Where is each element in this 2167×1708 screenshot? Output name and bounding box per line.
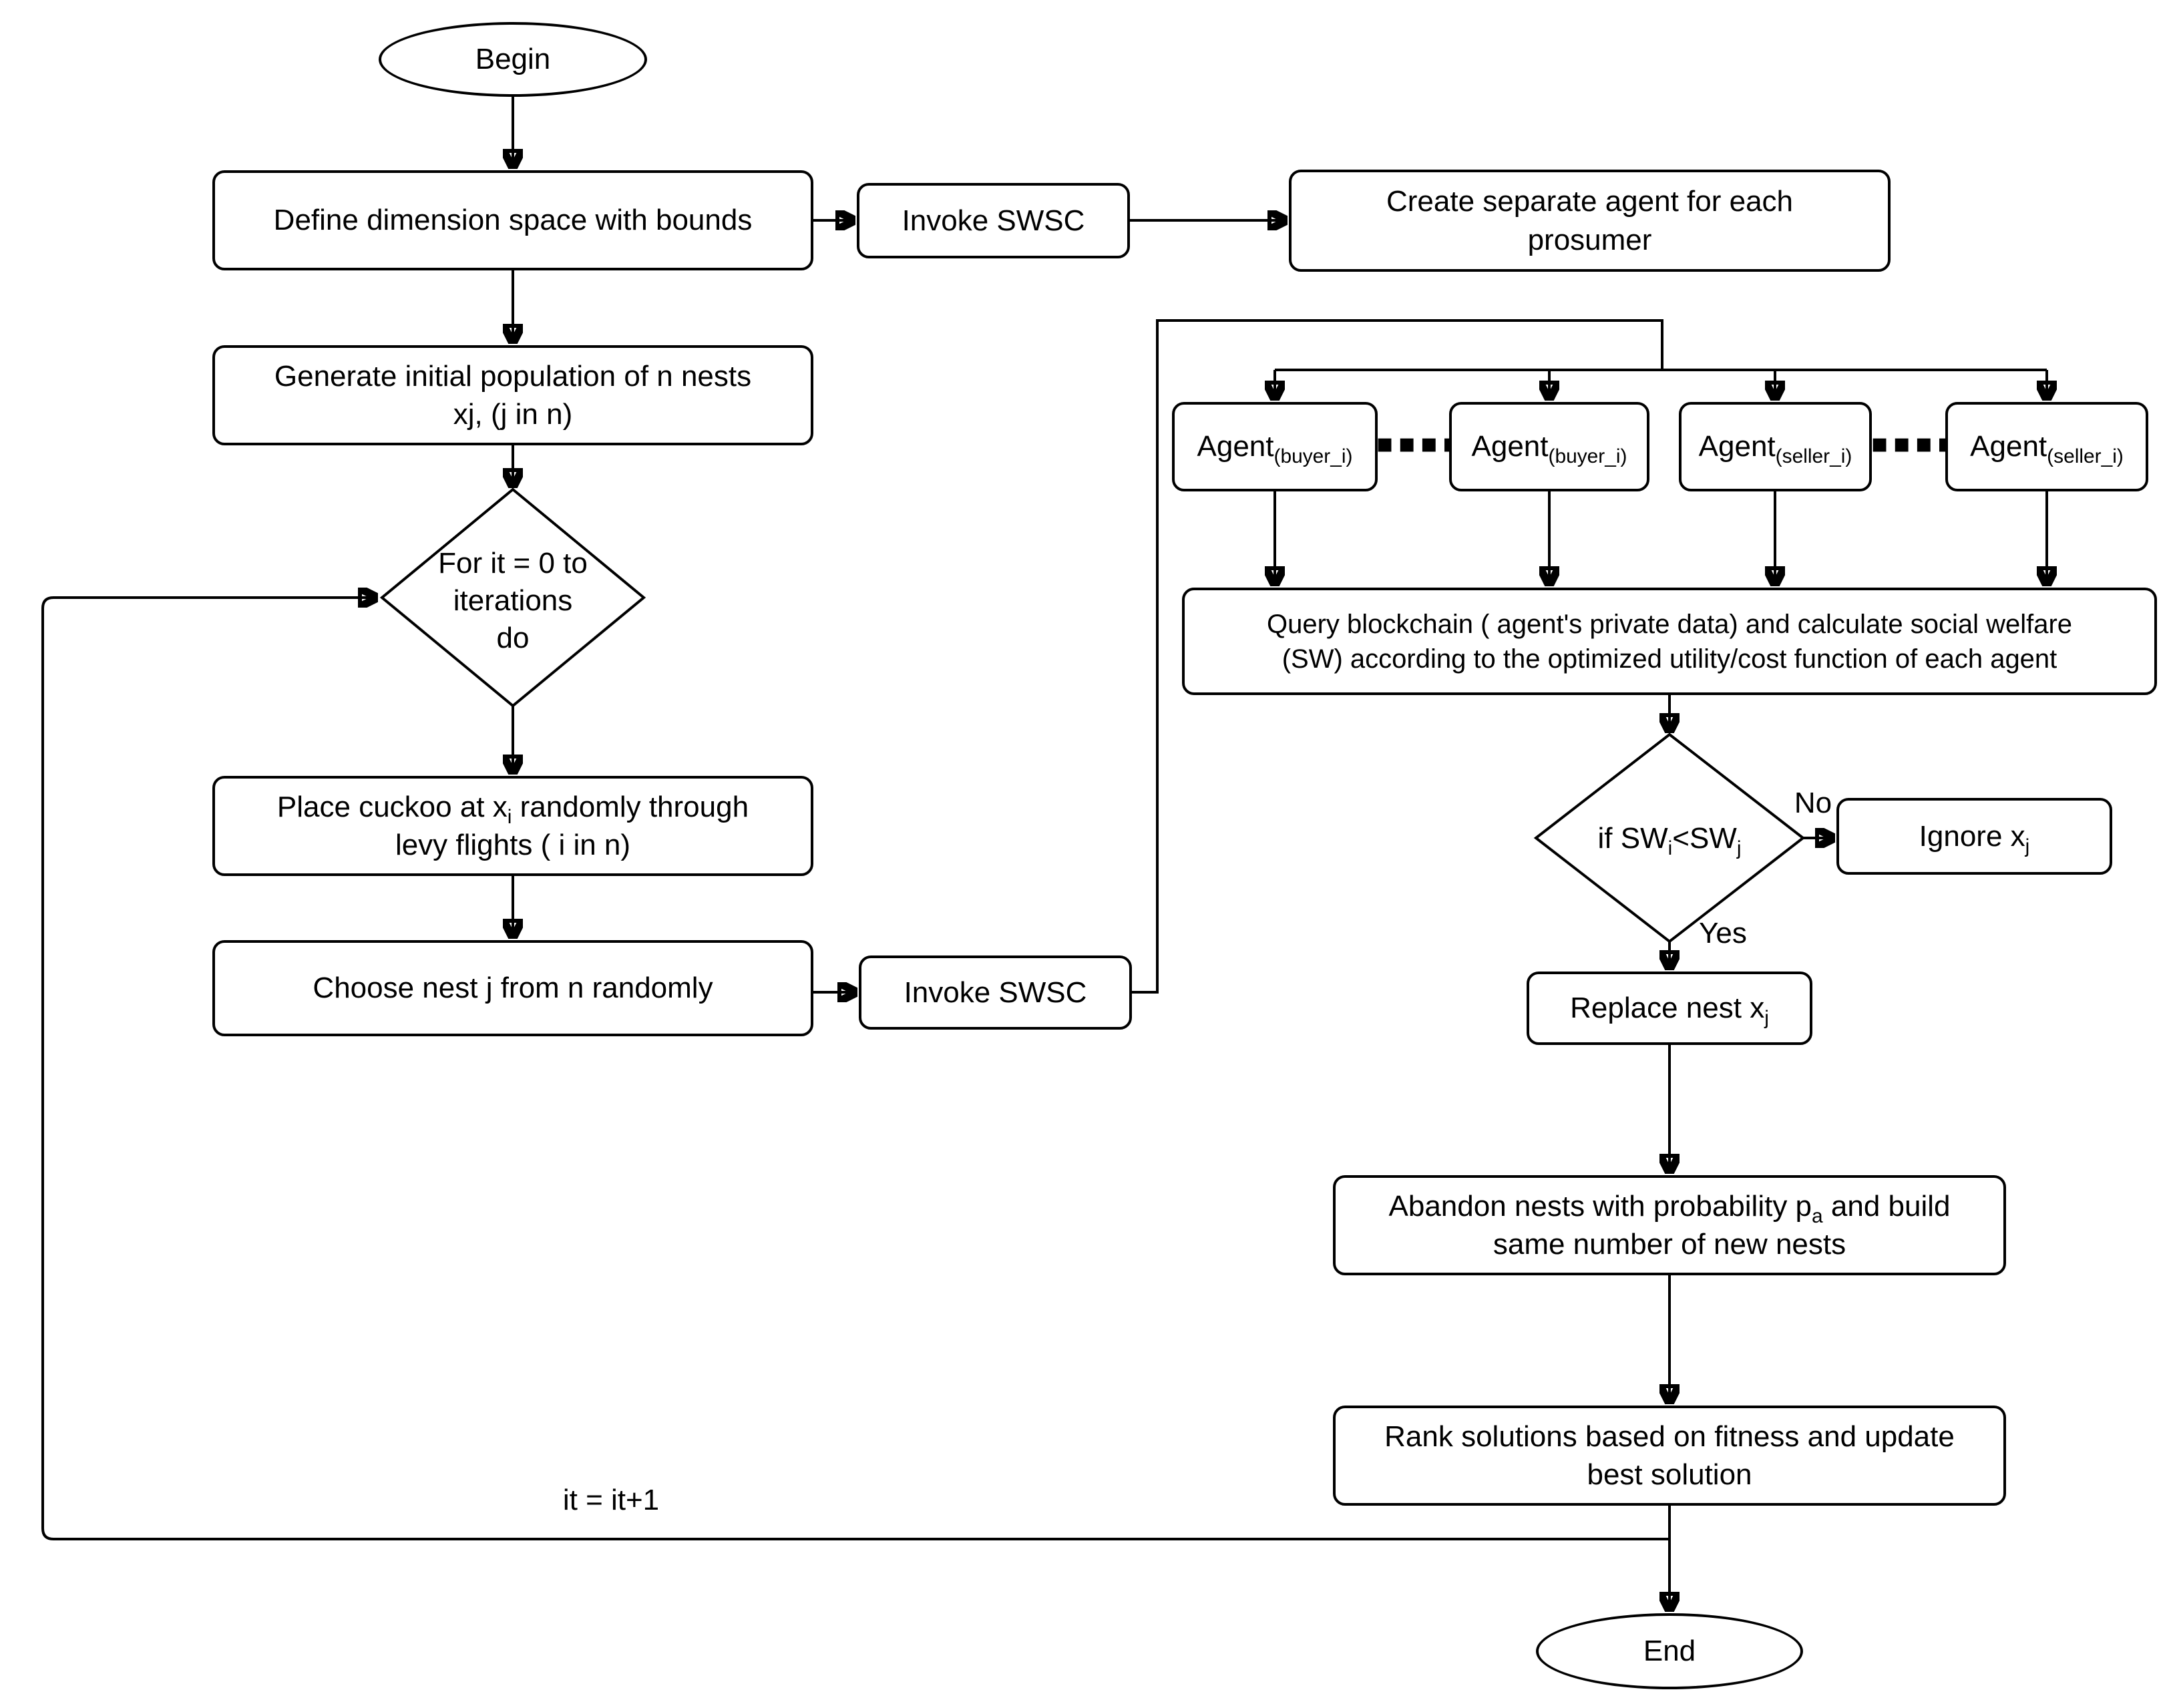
decision-iteration-label-line2: iterations [453,584,573,617]
decision-iteration-shape [379,487,646,708]
node-agent-seller-2: Agent(seller_i) [1945,402,2148,491]
ellipsis-between-buyer-agents: ▪▪▪▪ [1376,428,1464,459]
edge-invoke-swsc-bottom-riser [1132,319,1663,994]
node-agent-seller-1-label: Agent(seller_i) [1698,430,1852,468]
step-ignore-xj: Ignore xj [1836,798,2112,875]
terminator-begin-label: Begin [475,43,551,75]
step-define-dimension-space: Define dimension space with bounds [212,170,813,270]
edge-label-no: No [1794,787,1832,819]
node-agent-buyer-2-label: Agent(buyer_i) [1471,430,1627,468]
node-agent-buyer-1: Agent(buyer_i) [1172,402,1378,491]
step-create-separate-agents-line1: Create separate agent for each [1386,185,1794,218]
step-choose-nest-line1: Choose nest j from n randomly [313,972,713,1005]
ellipsis-between-seller-agents: ▪▪▪▪ [1870,428,1959,459]
step-invoke-swsc-bottom-line1: Invoke SWSC [904,976,1087,1009]
step-abandon-nests-line2: same number of new nests [1493,1228,1846,1261]
step-choose-nest: Choose nest j from n randomly [212,940,813,1036]
step-generate-initial-population: Generate initial population of n nests x… [212,345,813,445]
decision-iteration-label: For it = 0 to iterations do [379,545,646,657]
terminator-begin: Begin [379,22,647,97]
step-abandon-nests: Abandon nests with probability pa and bu… [1333,1175,2006,1275]
step-invoke-swsc-top-line1: Invoke SWSC [902,204,1085,237]
step-ignore-xj-line1: Ignore xj [1919,819,2030,857]
step-generate-initial-population-line2: xj, (j in n) [453,398,573,431]
step-generate-initial-population-line1: Generate initial population of n nests [274,359,752,393]
node-agent-seller-2-label: Agent(seller_i) [1970,430,2124,468]
step-invoke-swsc-bottom: Invoke SWSC [859,955,1132,1030]
step-define-dimension-space-line1: Define dimension space with bounds [273,204,753,237]
step-create-separate-agents-line2: prosumer [1527,223,1652,256]
step-abandon-nests-line1: Abandon nests with probability pa and bu… [1388,1189,1951,1227]
step-query-blockchain-line1: Query blockchain ( agent's private data)… [1266,609,2073,639]
decision-iteration-label-line3: do [496,622,530,654]
step-place-cuckoo-line2: levy flights ( i in n) [395,829,631,861]
decision-social-welfare-label: if SWi<SWj [1536,820,1803,859]
edge-label-iteration-increment: it = it+1 [562,1484,660,1516]
step-place-cuckoo: Place cuckoo at xi randomly through levy… [212,776,813,876]
step-invoke-swsc-top: Invoke SWSC [857,183,1130,258]
step-replace-nest-xj: Replace nest xj [1527,972,1812,1045]
edge-loopback-to-iteration-decision [41,598,1669,1540]
decision-iteration-label-line1: For it = 0 to [438,547,588,580]
node-agent-seller-1: Agent(seller_i) [1679,402,1872,491]
step-query-blockchain: Query blockchain ( agent's private data)… [1182,588,2157,695]
step-rank-solutions-line2: best solution [1587,1458,1752,1491]
step-rank-solutions-line1: Rank solutions based on fitness and upda… [1384,1420,1955,1453]
terminator-end: End [1536,1613,1803,1689]
step-rank-solutions: Rank solutions based on fitness and upda… [1333,1406,2006,1506]
terminator-end-label: End [1643,1635,1696,1667]
decision-social-welfare-label-line1: if SWi<SWj [1597,822,1742,859]
node-agent-buyer-2: Agent(buyer_i) [1449,402,1649,491]
step-place-cuckoo-line1: Place cuckoo at xi randomly through [276,790,749,828]
decision-social-welfare-shape [1533,732,1806,943]
step-create-separate-agents: Create separate agent for each prosumer [1289,170,1891,272]
edge-label-yes: Yes [1699,917,1747,949]
node-agent-buyer-1-label: Agent(buyer_i) [1197,430,1353,468]
step-replace-nest-xj-line1: Replace nest xj [1570,992,1769,1030]
step-query-blockchain-line2: (SW) according to the optimized utility/… [1282,644,2057,674]
